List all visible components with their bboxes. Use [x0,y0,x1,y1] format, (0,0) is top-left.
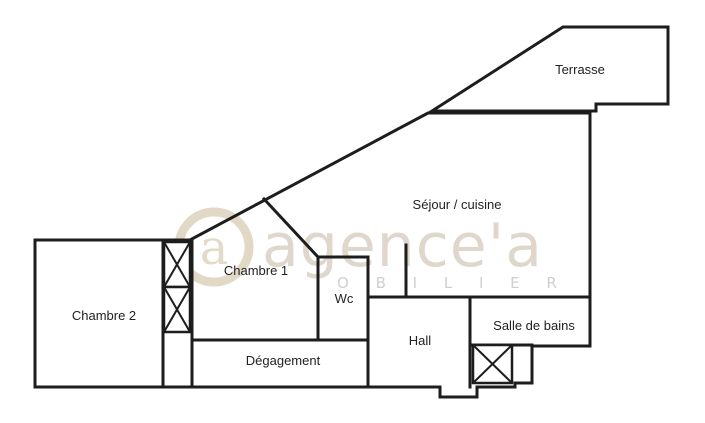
shaft-symbol-bains [471,343,514,385]
room-label-terrasse: Terrasse [555,62,605,77]
room-label-sejour-cuisine: Séjour / cuisine [413,197,502,212]
wall-chambre1-diagonal [261,196,321,260]
shaft-symbols [162,240,514,385]
room-label-wc: Wc [335,291,354,306]
terrasse-outline [426,25,670,113]
room-label-chambre1: Chambre 1 [224,263,288,278]
shaft-symbol-lower [162,285,192,334]
shaft-symbol-upper [162,240,192,289]
room-label-hall: Hall [409,333,432,348]
room-label-salle-de-bains: Salle de bains [493,318,575,333]
watermark: a agence'a O B I L I E R [174,207,568,292]
room-label-chambre2: Chambre 2 [72,308,136,323]
apartment-outline [33,111,592,399]
watermark-logo-letter: a [200,220,229,276]
watermark-subtitle: O B I L I E R [337,274,568,292]
watermark-brand: agence'a [262,211,543,281]
room-label-degagement: Dégagement [246,353,321,368]
room-labels: Terrasse Séjour / cuisine Chambre 1 Cham… [72,62,605,368]
